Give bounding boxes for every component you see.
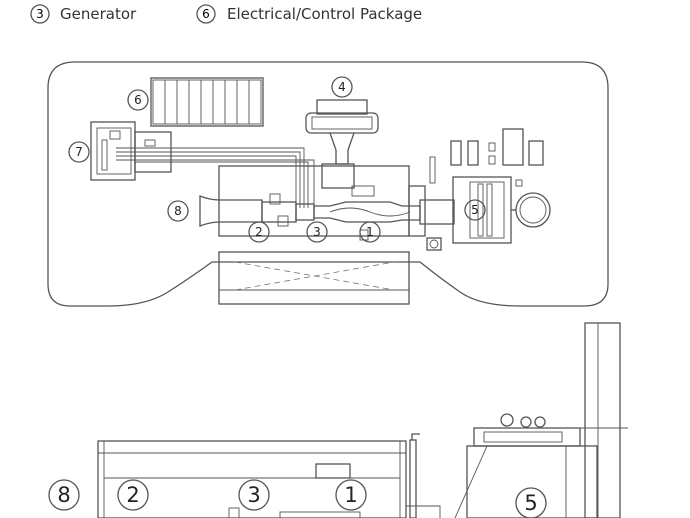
- callout-1-large: 1: [335, 479, 367, 511]
- callout-8: 8: [167, 200, 189, 222]
- legend-number: 6: [202, 7, 210, 21]
- svg-text:8: 8: [174, 204, 182, 218]
- callout-3: 3: [306, 221, 328, 243]
- callout-6: 6: [127, 89, 149, 111]
- svg-text:8: 8: [57, 483, 70, 507]
- legend-label: Generator: [60, 5, 137, 23]
- svg-text:2: 2: [255, 225, 263, 239]
- legend-number-circle: [30, 4, 50, 24]
- plan-engine-generator-train: [199, 165, 455, 251]
- callout-4: 4: [331, 76, 353, 98]
- elevation-main-enclosure: [97, 433, 441, 518]
- elevation-view: 8 2 3 1 5: [48, 322, 628, 518]
- legend-number: 3: [36, 7, 44, 21]
- plan-view: 4 6 7 8 5 2 3 1: [47, 61, 609, 307]
- legend-label: Electrical/Control Package: [227, 5, 422, 23]
- callout-5-large: 5: [515, 487, 547, 518]
- svg-text:6: 6: [134, 93, 142, 107]
- callout-8-large: 8: [48, 479, 80, 511]
- svg-text:4: 4: [338, 80, 346, 94]
- legend-item-electrical-control-package: 6 Electrical/Control Package: [196, 4, 422, 24]
- svg-text:1: 1: [366, 225, 374, 239]
- elevation-exhaust-stack: [584, 322, 621, 518]
- callout-2: 2: [248, 221, 270, 243]
- legend-item-generator: 3 Generator: [30, 4, 137, 24]
- callout-7: 7: [68, 141, 90, 163]
- svg-text:3: 3: [313, 225, 321, 239]
- plan-electrical-control-package: [150, 77, 264, 127]
- svg-text:1: 1: [344, 483, 357, 507]
- svg-text:2: 2: [126, 483, 139, 507]
- plan-enclosure-outline: [47, 61, 609, 307]
- plan-item-4-unit: [305, 99, 379, 189]
- callout-5: 5: [464, 199, 486, 221]
- svg-text:7: 7: [75, 145, 83, 159]
- plan-auxiliary-units: [429, 128, 544, 184]
- callout-1: 1: [359, 221, 381, 243]
- callout-3-large: 3: [238, 479, 270, 511]
- elevation-item-5-housing: [454, 413, 598, 518]
- legend-number-circle: [196, 4, 216, 24]
- svg-text:5: 5: [524, 491, 537, 515]
- svg-text:5: 5: [471, 203, 479, 217]
- plan-item-5-unit: [452, 176, 551, 244]
- svg-text:3: 3: [247, 483, 260, 507]
- plan-item-7-unit: [90, 121, 172, 181]
- callout-2-large: 2: [117, 479, 149, 511]
- plan-base-skid: [218, 251, 410, 305]
